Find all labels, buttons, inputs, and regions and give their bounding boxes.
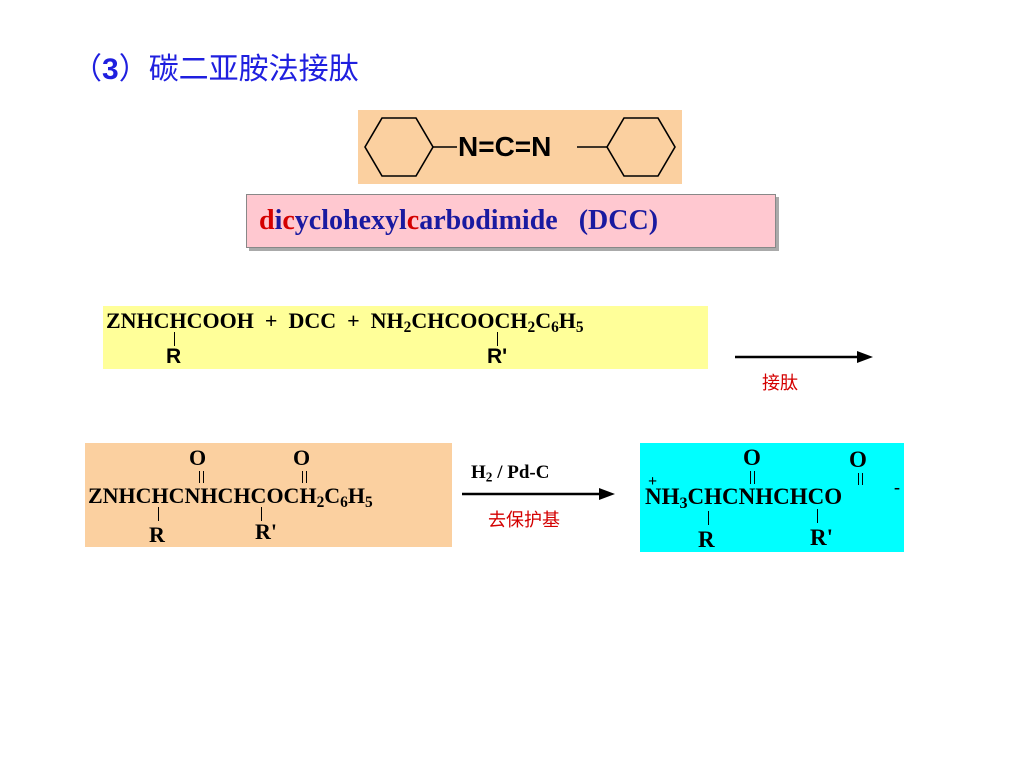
plus-sign-1: +: [264, 308, 278, 333]
final-o2: O: [849, 447, 867, 472]
dcc-structure-drawing: [364, 117, 676, 177]
cyclohexyl-ring-right: [606, 117, 676, 177]
page-title: （3）碳二亚胺法接肽: [72, 44, 359, 88]
title-paren-close: ）: [118, 52, 149, 87]
final-double-bond-1a: [750, 471, 751, 484]
reactant-a: ZNHCHCOOH: [106, 308, 254, 333]
arrow-label-coupling: 接肽: [762, 373, 798, 394]
r-bond-2: [497, 332, 498, 346]
product-o1: O: [189, 445, 207, 470]
title-paren-open: （: [72, 52, 102, 87]
product-r-bond: [158, 507, 159, 521]
coupling-equation: ZNHCHCOOH + DCC + NH2CHCOOCH2C6H5 R R': [103, 306, 708, 369]
name-part-yclohexyl: yclohexyl: [294, 205, 407, 236]
dcc-name-box: dicyclohexylcarbodimide (DCC): [246, 194, 776, 248]
name-part-arbodimide: arbodimide: [419, 205, 558, 236]
final-double-bond-1b: [754, 471, 755, 484]
arrow-label-deprotection: 去保护基: [488, 510, 560, 531]
name-part-c2: c: [406, 205, 420, 236]
product-formula: ZNHCHCNHCHCOCH2C6H5: [88, 483, 373, 511]
product-o2: O: [293, 445, 311, 470]
double-bond-1b: [203, 471, 204, 483]
substituent-r: R: [166, 345, 182, 368]
substituent-r-prime: R': [487, 345, 508, 368]
equation-line: ZNHCHCOOH + DCC + NH2CHCOOCH2C6H5: [106, 308, 584, 337]
final-formula: NH3CHCNHCHCO: [645, 484, 843, 513]
free-dipeptide: + O O NH3CHCNHCHCO - R R': [640, 443, 904, 552]
final-double-bond-2b: [862, 473, 863, 485]
r-bond-1: [174, 332, 175, 346]
final-r: R: [698, 527, 715, 552]
final-r-prime: R': [810, 525, 833, 550]
name-part-i: i: [274, 205, 283, 236]
name-part-c1: c: [282, 205, 295, 236]
deprotection-reagent: H2 / Pd-C: [471, 462, 550, 485]
product-r-prime: R': [255, 519, 277, 544]
cyclohexyl-ring-left: [364, 117, 434, 177]
final-r-prime-bond: [817, 509, 818, 523]
final-double-bond-2a: [858, 473, 859, 485]
title-number: 3: [102, 53, 119, 86]
double-bond-1a: [199, 471, 200, 483]
plus-sign-2: +: [347, 308, 360, 333]
final-plus-charge: +: [648, 473, 658, 490]
final-o1: O: [743, 445, 761, 470]
title-text: 碳二亚胺法接肽: [148, 52, 359, 87]
double-bond-2b: [306, 471, 307, 483]
dcc-formula: N=C=N: [458, 131, 552, 162]
reaction-arrow-1: [735, 351, 873, 363]
final-minus-charge: -: [894, 477, 900, 497]
reactant-b: NH2CHCOOCH2C6H5: [370, 308, 584, 336]
dcc-name: dicyclohexylcarbodimide (DCC): [259, 205, 658, 237]
name-abbrev: (DCC): [578, 205, 659, 236]
reagent-dcc: DCC: [288, 308, 337, 333]
reaction-arrow-2: [462, 488, 615, 500]
product-r-prime-bond: [261, 507, 262, 521]
double-bond-2a: [302, 471, 303, 483]
dcc-structure: N=C=N: [358, 110, 682, 184]
name-part-d: d: [259, 205, 275, 236]
product-r: R: [149, 522, 165, 547]
protected-dipeptide: O O ZNHCHCNHCHCOCH2C6H5 R R': [85, 443, 452, 547]
final-r-bond: [708, 511, 709, 525]
